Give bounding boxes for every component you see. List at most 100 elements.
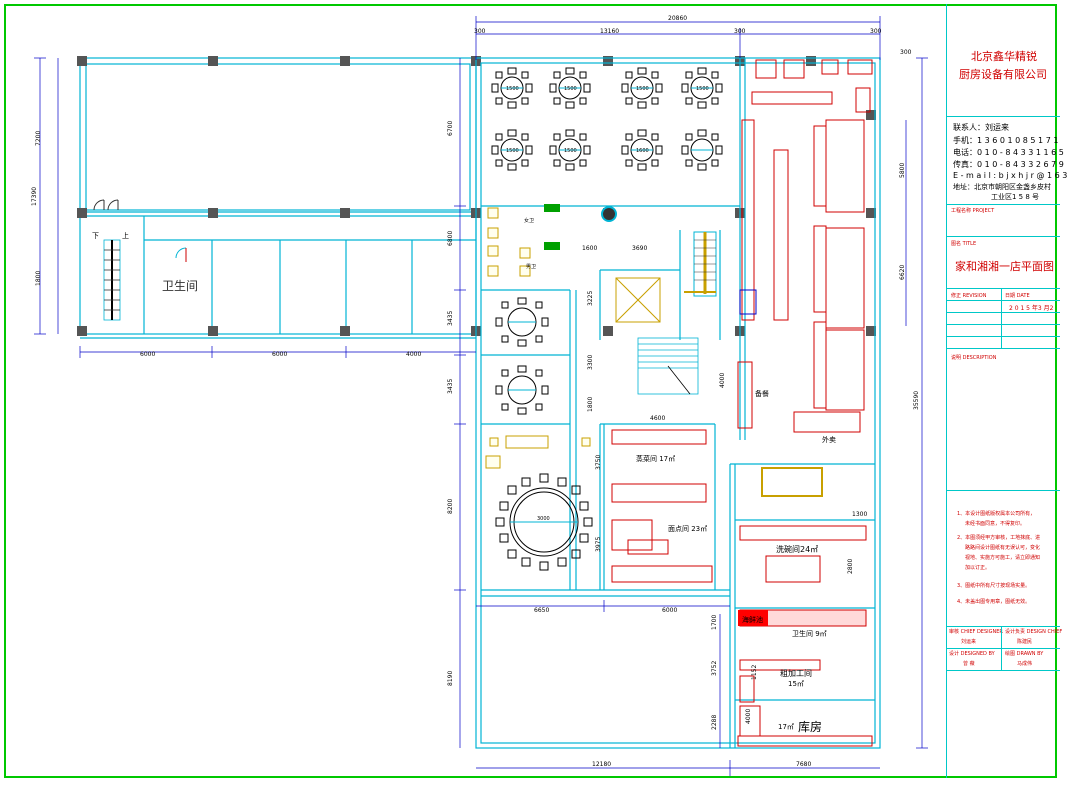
dim-kit-w: 4600 [650, 415, 665, 422]
dim-left-d: 3435 [447, 379, 454, 394]
pillar-round [601, 206, 617, 222]
note-1b: 未经书面同意，不得复印。 [965, 521, 1026, 527]
table-7 [621, 129, 663, 171]
dim-bottom-mid-left: 6650 [534, 607, 549, 614]
big-table-dim: 3000 [537, 516, 550, 522]
sinks [544, 204, 560, 250]
tb-divider-2 [947, 204, 1060, 205]
dim-kit-h2: 3975 [595, 537, 602, 552]
chief-designer-label: 审核 CHIEF DESIGNER [949, 629, 1003, 635]
drawn-by-name: 马成伟 [1017, 661, 1033, 667]
dining-tables [491, 67, 723, 571]
dim-left-f: 8190 [447, 671, 454, 686]
dim-sr-b: 3752 [711, 661, 718, 676]
company-name-line1: 北京鑫华精锐 [971, 50, 1037, 63]
designed-by-label: 设计 DESIGNED BY [949, 651, 995, 657]
table-1 [491, 67, 533, 109]
dim-sr-c: 2288 [711, 715, 718, 730]
dim-top-c: 300 [870, 28, 882, 35]
drawn-by-label: 绘图 DRAWN BY [1005, 651, 1044, 657]
dim-far-left-top: 7200 [35, 131, 42, 146]
seafood-tank [738, 610, 768, 626]
dim-ct-b: 4000 [745, 709, 752, 724]
dim-left-c: 3435 [447, 311, 454, 326]
contact-address-1: 地址：北京市朝阳区金盏乡皮村 [953, 183, 1051, 191]
designed-by-name: 曾 薇 [963, 661, 975, 667]
project-label: 工程名称 PROJECT [951, 208, 995, 214]
tb-row-2 [947, 312, 1060, 313]
left-wing [79, 57, 477, 339]
room-labels: 蒸菜间 17㎡ 面点间 23㎡ 洗碗间24㎡ 海鲜池 卫生间 9㎡ 粗加工间 1… [636, 389, 836, 734]
table-sizes: 1500 1500 1500 1500 1500 1500 1600 3000 [506, 86, 709, 522]
table-3 [621, 67, 663, 109]
dim-sr-a: 1700 [711, 615, 718, 630]
storage-area: 17㎡ [778, 723, 794, 731]
dim-dish-h: 2800 [847, 559, 854, 574]
big-table [495, 473, 593, 571]
table-8 [681, 129, 723, 171]
table-10 [495, 365, 549, 415]
dimension-lines [34, 16, 928, 776]
dim-left-a: 6700 [447, 121, 454, 136]
tb-col-divider [1001, 288, 1002, 348]
sanitation-label: 卫生间 9㎡ [792, 629, 827, 638]
contact-email: E - m a i l : b j x h j r @ 1 6 3 [953, 171, 1067, 180]
dish-room-label: 洗碗间24㎡ [776, 544, 818, 554]
left-stair [103, 239, 121, 321]
contact-phone: 电话：0 1 0 - 8 4 3 3 1 1 6 5 [953, 148, 1064, 157]
contact-address-2: 工业区1 5 8 号 [991, 193, 1040, 201]
tb-divider-4 [947, 288, 1060, 289]
table-b-dim: 1500 [564, 86, 577, 92]
note-4: 4、未盖出图专用章，图纸无效。 [957, 599, 1031, 605]
tb-row-1 [947, 300, 1060, 301]
dim-top-total: 20860 [668, 15, 687, 22]
table-5 [491, 129, 533, 171]
tb-row-3 [947, 324, 1060, 325]
note-2b: 路路间设计图纸有无误认可，变化 [965, 545, 1041, 551]
stair-treads [694, 239, 716, 281]
dish-stair [761, 467, 823, 497]
dim-right-a: 5800 [899, 163, 906, 178]
female-label: 女卫 [524, 217, 534, 224]
dim-top-b: 300 [734, 28, 746, 35]
dim-right-total: 35590 [913, 391, 920, 410]
table-2 [549, 67, 591, 109]
note-3: 3、图纸中所有尺寸按现场实量。 [957, 583, 1031, 589]
dim-top-d: 300 [900, 49, 912, 56]
rough-work-area: 15㎡ [788, 680, 804, 688]
table-c-dim: 1500 [636, 86, 649, 92]
contact-person: 联系人：刘运来 [953, 123, 1009, 132]
dim-bottom-mid-right: 6000 [662, 607, 677, 614]
takeout-label: 外卖 [822, 435, 836, 444]
up-label: 上 [122, 231, 129, 240]
revision-label: 修正 REVISION [951, 293, 987, 299]
table-4 [681, 67, 723, 109]
date-label: 日期 DATE [1005, 293, 1030, 299]
lift-shaft [615, 277, 661, 323]
note-2c: 视地、实施方可施工，请立即通知 [965, 555, 1041, 561]
company-name-line2: 厨房设备有限公司 [959, 68, 1047, 81]
dim-far-left-total: 17390 [31, 187, 38, 206]
tb-divider-3 [947, 236, 1060, 237]
date-value: 2 0 1 5 年3 月2 [1009, 305, 1054, 312]
dim-ct-a: 1152 [751, 665, 758, 680]
dim-stair-w: 1600 [582, 245, 597, 252]
tb-divider-5 [947, 490, 1060, 491]
rough-work-label: 粗加工间 [780, 668, 812, 678]
table-9 [495, 297, 549, 347]
kitchen-equipment [611, 59, 873, 747]
title-label: 图名 TITLE [951, 241, 977, 247]
drawing-title: 家和湘湘一店平面图 [955, 260, 1054, 273]
tb-row-4 [947, 336, 1060, 337]
table-g-dim: 1500 [564, 148, 577, 154]
dim-dish-w: 1300 [852, 511, 867, 518]
table-6 [549, 129, 591, 171]
dim-right-b: 6620 [899, 265, 906, 280]
dim-wing-a: 6000 [140, 351, 155, 358]
tb-divider-7 [947, 648, 1060, 649]
table-a-dim: 1500 [506, 86, 519, 92]
chief-designer-name: 刘运来 [961, 639, 977, 645]
note-1a: 1、本设计图纸版权属本公司所有， [957, 511, 1036, 517]
title-block: 北京鑫华精锐 厨房设备有限公司 联系人：刘运来 手机：1 3 6 0 1 0 8… [946, 4, 1067, 778]
